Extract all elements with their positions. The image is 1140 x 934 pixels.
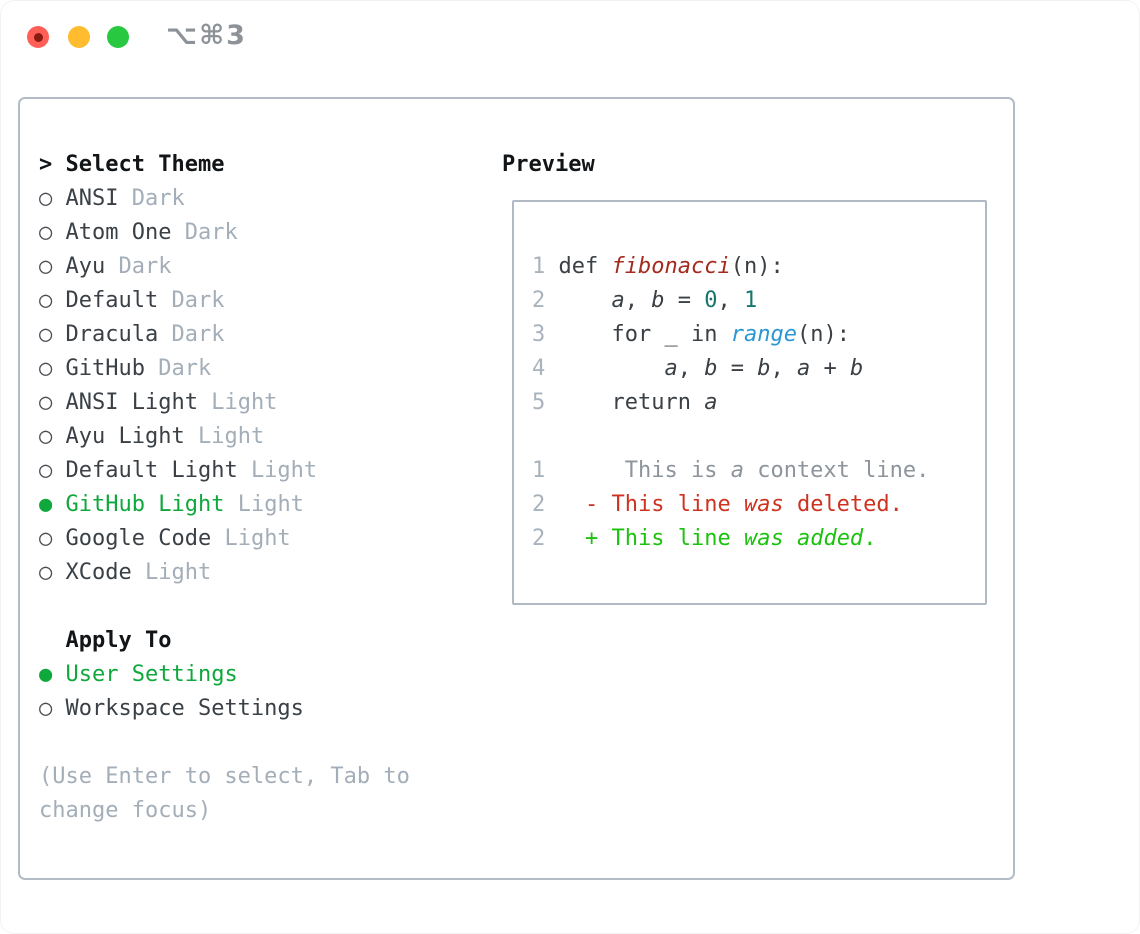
theme-option-default[interactable]: ○ Default Dark bbox=[39, 284, 410, 318]
theme-name: Atom One bbox=[65, 220, 172, 245]
radio-icon: ○ bbox=[39, 424, 53, 449]
theme-variant-tag: Dark bbox=[184, 220, 238, 245]
apply-option-user-settings[interactable]: ● User Settings bbox=[39, 658, 410, 692]
preview-line bbox=[532, 420, 985, 454]
apply-to-header: Apply To bbox=[39, 624, 410, 658]
apply-option-label: User Settings bbox=[65, 662, 238, 687]
apply-option-workspace-settings[interactable]: ○ Workspace Settings bbox=[39, 692, 410, 726]
maximize-button[interactable] bbox=[107, 26, 129, 48]
radio-icon: ○ bbox=[39, 220, 53, 245]
preview-line: 2 - This line was deleted. bbox=[532, 492, 903, 517]
radio-icon: ○ bbox=[39, 526, 53, 551]
preview-box: 1 def fibonacci(n): 2 a, b = 0, 1 3 for _ … bbox=[512, 200, 987, 605]
theme-name: Ayu bbox=[65, 254, 106, 279]
radio-selected-icon: ● bbox=[39, 492, 53, 517]
radio-icon: ○ bbox=[39, 458, 53, 483]
radio-icon: ○ bbox=[39, 288, 53, 313]
theme-option-xcode[interactable]: ○ XCode Light bbox=[39, 556, 410, 590]
theme-variant-tag: Dark bbox=[131, 186, 185, 211]
theme-selector-column: > Select Theme ○ ANSI Dark○ Atom One Dar… bbox=[39, 148, 410, 828]
help-text-line-1: (Use Enter to select, Tab to bbox=[39, 764, 410, 789]
help-text-line-2: change focus) bbox=[39, 798, 212, 823]
radio-icon: ○ bbox=[39, 356, 53, 381]
theme-name: Default bbox=[65, 288, 159, 313]
radio-selected-icon: ● bbox=[39, 662, 53, 687]
apply-to-list: ● User Settings○ Workspace Settings bbox=[39, 658, 410, 726]
titlebar: ⌥⌘3 bbox=[0, 0, 1140, 74]
theme-option-atom-one[interactable]: ○ Atom One Dark bbox=[39, 216, 410, 250]
apply-to-title: Apply To bbox=[65, 628, 172, 653]
theme-option-default-light[interactable]: ○ Default Light Light bbox=[39, 454, 410, 488]
theme-option-ansi-light[interactable]: ○ ANSI Light Light bbox=[39, 386, 410, 420]
focus-caret-icon: > bbox=[39, 152, 53, 177]
radio-icon: ○ bbox=[39, 560, 53, 585]
radio-icon: ○ bbox=[39, 390, 53, 415]
theme-variant-tag: Dark bbox=[171, 322, 225, 347]
preview-line: 1 This is a context line. bbox=[532, 458, 930, 483]
preview-line: 5 return a bbox=[532, 390, 718, 415]
theme-option-dracula[interactable]: ○ Dracula Dark bbox=[39, 318, 410, 352]
theme-name: GitHub bbox=[65, 356, 145, 381]
window-title: ⌥⌘3 bbox=[166, 20, 247, 51]
radio-icon: ○ bbox=[39, 322, 53, 347]
theme-option-google-code[interactable]: ○ Google Code Light bbox=[39, 522, 410, 556]
theme-name: ANSI Light bbox=[65, 390, 198, 415]
theme-name: Default Light bbox=[65, 458, 238, 483]
theme-variant-tag: Light bbox=[197, 424, 265, 449]
minimize-button[interactable] bbox=[68, 26, 90, 48]
theme-variant-tag: Dark bbox=[118, 254, 172, 279]
help-text: (Use Enter to select, Tab to change focu… bbox=[39, 760, 410, 828]
theme-list: ○ ANSI Dark○ Atom One Dark○ Ayu Dark○ De… bbox=[39, 182, 410, 590]
select-theme-header: > Select Theme bbox=[39, 148, 410, 182]
theme-name: XCode bbox=[65, 560, 132, 585]
theme-option-ayu-light[interactable]: ○ Ayu Light Light bbox=[39, 420, 410, 454]
theme-picker-panel: > Select Theme ○ ANSI Dark○ Atom One Dar… bbox=[18, 97, 1015, 880]
theme-option-github[interactable]: ○ GitHub Dark bbox=[39, 352, 410, 386]
theme-variant-tag: Light bbox=[211, 390, 278, 415]
theme-option-ansi[interactable]: ○ ANSI Dark bbox=[39, 182, 410, 216]
theme-name: Google Code bbox=[65, 526, 212, 551]
preview-line: 3 for _ in range(n): bbox=[532, 322, 850, 347]
theme-option-ayu[interactable]: ○ Ayu Dark bbox=[39, 250, 410, 284]
spacer bbox=[39, 590, 410, 624]
theme-variant-tag: Dark bbox=[171, 288, 225, 313]
theme-variant-tag: Light bbox=[237, 492, 304, 517]
preview-line: 4 a, b = b, a + b bbox=[532, 356, 864, 381]
theme-option-github-light[interactable]: ● GitHub Light Light bbox=[39, 488, 410, 522]
theme-name: GitHub Light bbox=[65, 492, 225, 517]
theme-variant-tag: Dark bbox=[158, 356, 212, 381]
theme-name: Ayu Light bbox=[65, 424, 185, 449]
spacer bbox=[39, 726, 410, 760]
apply-option-label: Workspace Settings bbox=[65, 696, 304, 721]
preview-title: Preview bbox=[502, 152, 595, 177]
preview-line: 2 a, b = 0, 1 bbox=[532, 288, 758, 313]
theme-variant-tag: Light bbox=[250, 458, 318, 483]
theme-name: ANSI bbox=[65, 186, 119, 211]
radio-icon: ○ bbox=[39, 696, 53, 721]
radio-icon: ○ bbox=[39, 254, 53, 279]
theme-name: Dracula bbox=[65, 322, 159, 347]
unsaved-dot-icon bbox=[33, 32, 43, 42]
preview-header: Preview bbox=[502, 148, 987, 182]
theme-variant-tag: Light bbox=[224, 526, 291, 551]
theme-variant-tag: Light bbox=[144, 560, 212, 585]
close-button[interactable] bbox=[27, 26, 49, 48]
preview-column: Preview 1 def fibonacci(n): 2 a, b = 0, 1… bbox=[502, 148, 987, 605]
preview-line: 2 + This line was added. bbox=[532, 526, 877, 551]
preview-line: 1 def fibonacci(n): bbox=[532, 254, 784, 279]
radio-icon: ○ bbox=[39, 186, 53, 211]
select-theme-title: Select Theme bbox=[65, 152, 225, 177]
